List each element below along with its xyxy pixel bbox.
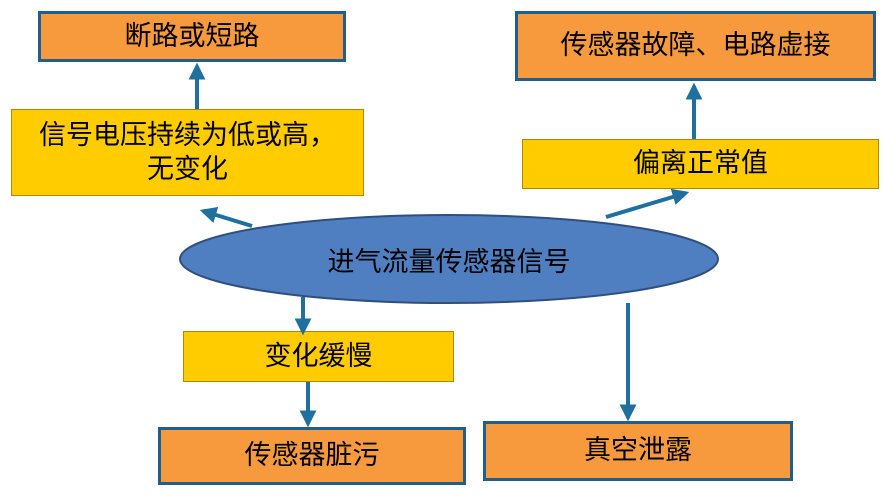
node-slow-change: 变化缓慢: [183, 331, 454, 382]
node-vacuum-leak-label: 真空泄露: [584, 435, 692, 467]
node-sensor-dirty: 传感器脏污: [158, 427, 466, 485]
node-short-circuit: 断路或短路: [38, 11, 346, 62]
center-node-label: 进气流量传感器信号: [327, 246, 571, 278]
node-deviation-label: 偏离正常值: [633, 148, 768, 180]
node-vacuum-leak: 真空泄露: [483, 421, 793, 481]
node-signal-constant-label-line1: 信号电压持续为低或高，: [39, 119, 336, 151]
node-sensor-dirty-label: 传感器脏污: [244, 440, 380, 472]
node-slow-change-label: 变化缓慢: [264, 340, 373, 372]
node-deviation: 偏离正常值: [522, 139, 879, 189]
node-sensor-fault-label: 传感器故障、电路虚接: [560, 30, 831, 62]
node-signal-constant-label-line2: 无变化: [147, 153, 228, 185]
node-short-circuit-label: 断路或短路: [124, 20, 260, 52]
center-ellipse-shape: [179, 214, 719, 304]
node-sensor-fault: 传感器故障、电路虚接: [515, 11, 876, 81]
node-signal-constant: 信号电压持续为低或高， 无变化: [11, 109, 364, 196]
